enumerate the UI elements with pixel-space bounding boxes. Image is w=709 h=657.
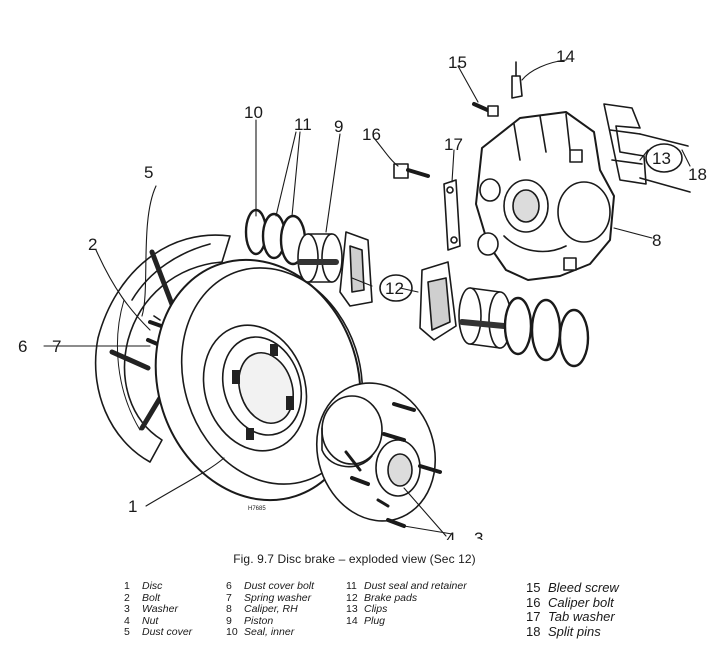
callout-17: 17 xyxy=(444,135,463,154)
legend-label: Disc xyxy=(142,580,163,592)
dust-cover-part xyxy=(94,234,231,463)
legend-number: 4 xyxy=(124,614,130,627)
callout-12: 12 xyxy=(385,279,404,298)
legend-label: Dust seal and retainer xyxy=(364,580,467,592)
hub-part xyxy=(315,382,437,522)
callout-18: 18 xyxy=(688,165,707,184)
dust-seal-retainer-part xyxy=(261,212,307,266)
plug-part xyxy=(511,61,523,99)
piston-part xyxy=(297,233,343,283)
drawing-reference: H7685 xyxy=(248,506,266,512)
callout-11: 11 xyxy=(294,115,312,134)
legend-column-1: 1 Disc 2 Bolt 3 Washer 4 Nut 5 Dust cover xyxy=(124,580,192,639)
callout-9: 9 xyxy=(334,117,343,136)
legend-item: 2 Bolt xyxy=(124,591,192,605)
callout-3: 3 xyxy=(474,529,483,540)
legend-label: Seal, inner xyxy=(244,626,295,639)
legend-number: 9 xyxy=(226,614,232,627)
callout-1: 1 xyxy=(128,497,137,516)
callout-12-ring xyxy=(379,274,413,302)
legend-column-2: 6 Dust cover bolt 7 Spring washer 8 Caliper… xyxy=(226,580,315,639)
legend-label: Caliper bolt xyxy=(548,594,614,610)
legend-label: Clips xyxy=(364,603,388,616)
callout-8: 8 xyxy=(652,231,661,250)
exploded-view-drawing: 1 2 3 4 5 6 7 8 9 10 11 12 13 14 15 16 1… xyxy=(18,47,707,540)
legend-item: 7 Spring washer xyxy=(226,591,314,605)
caliper-part xyxy=(475,111,615,281)
legend-label: Washer xyxy=(142,603,178,616)
legend-number: 2 xyxy=(124,591,130,604)
legend-label: Split pins xyxy=(548,623,601,639)
legend-label: Caliper, RH xyxy=(244,603,298,616)
legend-label: Dust cover bolt xyxy=(244,580,315,592)
callout-2: 2 xyxy=(88,235,97,254)
legend-number: 15 xyxy=(526,580,541,595)
legend-column-4: 15 Bleed screw 16 Caliper bolt 17 Tab washe… xyxy=(526,580,619,640)
legend-label: Brake pads xyxy=(364,591,418,604)
legend-label: Piston xyxy=(244,614,274,627)
legend-number: 3 xyxy=(124,603,130,616)
legend-number: 12 xyxy=(346,591,358,604)
legend-number: 13 xyxy=(346,603,358,616)
legend-item: 4 Nut xyxy=(124,614,192,628)
legend-item: 9 Piston xyxy=(226,614,314,628)
legend-item: 18 Split pins xyxy=(526,623,619,640)
legend-item: 3 Washer xyxy=(124,603,192,616)
legend-number: 6 xyxy=(226,580,232,592)
legend-column-3: 11 Dust seal and retainer 12 Brake pads 13… xyxy=(346,580,467,628)
legend-item: 15 Bleed screw xyxy=(526,580,619,596)
callout-15: 15 xyxy=(448,53,467,72)
callout-10: 10 xyxy=(244,103,263,122)
callout-5: 5 xyxy=(144,163,153,182)
legend-item: 17 Tab washer xyxy=(526,609,619,625)
callout-14: 14 xyxy=(556,47,575,66)
tab-washer-part xyxy=(443,179,461,251)
callout-16: 16 xyxy=(362,125,381,144)
wheel-stud-part xyxy=(350,402,442,528)
legend-label: Bleed screw xyxy=(548,580,619,595)
seal-rings-right-part xyxy=(503,296,590,368)
legend-number: 10 xyxy=(226,626,238,639)
legend-label: Tab washer xyxy=(548,609,615,624)
bleed-screw-part xyxy=(472,102,499,117)
legend-item: 12 Brake pads xyxy=(346,591,467,605)
disc-part xyxy=(154,258,364,502)
callout-6: 6 xyxy=(18,337,27,356)
legend-item: 10 Seal, inner xyxy=(226,627,314,639)
legend-label: Dust cover xyxy=(142,626,193,639)
legend-number: 1 xyxy=(124,580,130,592)
clips-part xyxy=(603,103,647,185)
legend-item: 8 Caliper, RH xyxy=(226,603,314,616)
split-pins-part xyxy=(639,133,691,193)
leader-lines xyxy=(43,59,691,537)
legend-number: 8 xyxy=(226,603,232,616)
legend-item: 1 Disc xyxy=(124,580,192,593)
callout-4: 4 xyxy=(446,529,455,540)
legend-label: Plug xyxy=(364,614,386,627)
legend-item: 13 Clips xyxy=(346,603,467,616)
brake-pad-left-part xyxy=(339,231,373,307)
figure-caption: Fig. 9.7 Disc brake – exploded view (Sec… xyxy=(233,552,476,566)
legend-label: Spring washer xyxy=(244,591,312,604)
callout-7: 7 xyxy=(52,337,61,356)
legend-number: 18 xyxy=(526,623,541,639)
legend-item: 16 Caliper bolt xyxy=(526,594,619,611)
legend-number: 14 xyxy=(346,614,358,627)
piston-right-part xyxy=(458,287,512,349)
legend-number: 7 xyxy=(226,591,232,604)
legend-label: Bolt xyxy=(142,591,161,604)
legend-item: 14 Plug xyxy=(346,614,467,628)
legend-number: 17 xyxy=(526,609,541,624)
legend-label: Nut xyxy=(142,614,159,627)
legend-number: 5 xyxy=(124,626,130,639)
caliper-bolt-part xyxy=(393,163,430,179)
legend-number: 11 xyxy=(346,580,357,592)
callout-13: 13 xyxy=(652,149,671,168)
legend-item: 5 Dust cover xyxy=(124,627,192,639)
legend-number: 16 xyxy=(526,594,541,610)
callout-13-ring xyxy=(645,143,683,173)
brake-pad-right-part xyxy=(419,261,457,341)
legend-item: 6 Dust cover bolt xyxy=(226,580,315,593)
legend-item: 11 Dust seal and retainer xyxy=(346,580,467,593)
